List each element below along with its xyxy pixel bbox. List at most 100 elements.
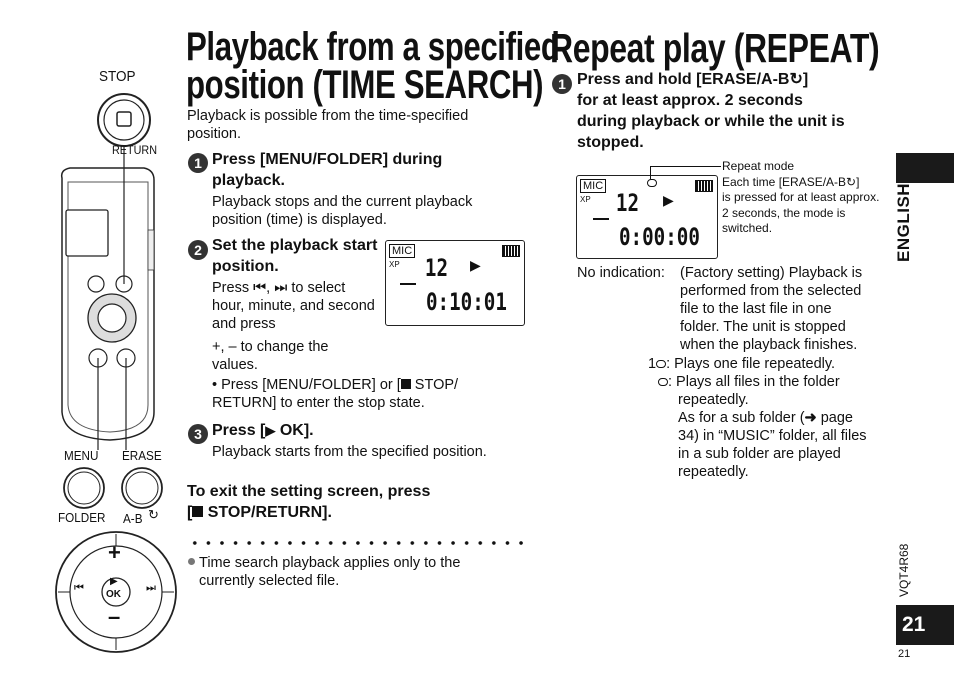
exit-line2-bracket: [: [187, 504, 193, 521]
no-indication-label: No indication:: [577, 265, 665, 281]
file-number: 12: [424, 254, 449, 282]
step1-text: Playback stops and the current playback …: [212, 194, 473, 228]
sub-folder-note: As for a sub folder (➜ page 34) in “MUSI…: [678, 409, 898, 481]
step3-heading-a: Press [: [212, 422, 266, 439]
xp-indicator: XP: [580, 195, 591, 204]
language-label: ENGLISH: [894, 182, 913, 262]
stop-square-icon: [400, 379, 411, 389]
play-indicator-icon: ▶: [663, 192, 674, 208]
language-tab: [896, 153, 954, 183]
dash-line: [400, 283, 416, 285]
step2-bullet: • Press [MENU/FOLDER] or [ STOP/ RETURN]…: [212, 376, 512, 412]
repeat-all-row: : Plays all files in the folder: [658, 373, 898, 391]
step2-text-press: Press: [212, 280, 250, 296]
sub-folder-line3: in a sub folder are played: [678, 446, 841, 462]
sub-folder-line1b: page: [816, 410, 853, 426]
file-number: 12: [615, 189, 640, 217]
right-step1-line4: stopped.: [577, 134, 644, 151]
menu-label: MENU: [64, 448, 99, 463]
minus-label: –: [108, 604, 121, 629]
left-title-line2: position (TIME SEARCH): [186, 63, 544, 107]
note-text: Time search playback applies only to the…: [199, 555, 461, 589]
stop-square-icon: [192, 506, 204, 517]
xp-indicator: XP: [389, 260, 400, 269]
step3-heading-b: OK].: [275, 422, 314, 439]
time-display: 0:10:01: [426, 288, 507, 316]
no-indication-line: file to the last file in one: [680, 301, 832, 317]
step2-text-values: +, – to change the values.: [212, 339, 329, 373]
repeat-arrow-icon: ↻: [846, 174, 857, 189]
step2-heading: Set the playback start position.: [212, 237, 378, 275]
repeat-loop-icon: [658, 378, 668, 387]
callout-line2: is pressed for at least approx.: [722, 190, 880, 204]
arrow-right-icon: ➜: [804, 410, 817, 426]
note-bullet-icon: [188, 558, 195, 565]
callout-leader: [650, 166, 721, 179]
repeat-mode-callout: Repeat mode Each time [ERASE/A-B↻] is pr…: [722, 159, 894, 237]
exit-instruction: To exit the setting screen, press [ STOP…: [187, 481, 527, 523]
repeat-arrow-icon: ↻: [148, 507, 159, 522]
repeat-all-text: : Plays all files in the folder: [668, 374, 840, 390]
right-step1-line3: during playback or while the unit is: [577, 113, 845, 130]
sub-folder-line1: As for a sub folder (➜ page: [678, 409, 898, 427]
repeat-all-text2: repeatedly.: [678, 392, 749, 408]
no-indication-line: performed from the selected: [680, 283, 862, 299]
right-step1-number: 1: [552, 74, 572, 94]
bullet-dot: •: [212, 377, 222, 393]
lcd-display-right: MIC XP 12 ▶ 0:00:00: [576, 175, 718, 259]
callout-line1a: Each time [ERASE/A-B: [722, 174, 847, 189]
mic-indicator: MIC: [389, 244, 416, 258]
step2-bullet-b: STOP/ RETURN] to enter the stop state.: [212, 377, 459, 411]
erase-label: ERASE: [122, 448, 162, 463]
page-number: 21: [898, 648, 911, 660]
dash-line: [593, 218, 609, 220]
battery-icon: [502, 245, 520, 257]
step3-number: 3: [188, 424, 208, 444]
dotted-separator: [188, 540, 528, 546]
sub-folder-line4: repeatedly.: [678, 464, 749, 480]
folder-label: FOLDER: [58, 510, 106, 525]
return-label: RETURN: [112, 143, 157, 157]
left-intro: Playback is possible from the time-speci…: [187, 108, 469, 142]
ab-label: A-B: [123, 511, 143, 526]
time-display: 0:00:00: [619, 223, 700, 251]
skip-forward-icon: ⏭: [146, 582, 156, 594]
step1-number: 1: [188, 153, 208, 173]
ok-label: OK: [106, 589, 121, 600]
sub-folder-line1a: As for a sub folder (: [678, 410, 805, 426]
exit-line2-text: STOP/RETURN].: [203, 504, 332, 521]
skip-back-icon: ⏮: [74, 582, 84, 594]
no-indication-line: folder. The unit is stopped: [680, 319, 846, 335]
exit-line1: To exit the setting screen, press: [187, 483, 431, 500]
play-icon: ▶: [110, 576, 118, 587]
right-step1-line1b: ]: [802, 71, 809, 88]
callout-line1b: ]: [856, 174, 860, 189]
step3-text: Playback starts from the specified posit…: [212, 444, 487, 460]
repeat-one-row: 1 : Plays one file repeatedly.: [648, 355, 898, 373]
callout-line3: 2 seconds, the mode is: [722, 205, 846, 220]
battery-icon: [695, 180, 713, 192]
left-title: Playback from a specified position (TIME…: [186, 27, 560, 107]
no-indication-line: (Factory setting) Playback is: [680, 265, 863, 281]
right-step1-line2: for at least approx. 2 seconds: [577, 92, 803, 109]
repeat-one-text: : Plays one file repeatedly.: [666, 356, 836, 372]
mic-indicator: MIC: [580, 179, 607, 193]
step2-text-comma: ,: [266, 280, 271, 296]
step3-heading: Press [▶ OK].: [212, 420, 512, 441]
step2-text-rest: to select hour, minute, and second and p…: [212, 280, 375, 332]
repeat-arrow-icon: ↻: [789, 71, 803, 88]
lcd-display-left: MIC XP 12 ▶ 0:10:01: [385, 240, 525, 326]
right-step1-line1a: Press and hold [ERASE/A-B: [577, 71, 790, 88]
right-title: Repeat play (REPEAT): [550, 25, 880, 71]
stop-label: STOP: [99, 68, 136, 85]
step2-text: Press ⏮, ⏭ to select hour, minute, and s…: [212, 279, 377, 333]
step2-number: 2: [188, 240, 208, 260]
right-step1-line1: Press and hold [ERASE/A-B↻]: [577, 69, 897, 90]
repeat-loop-icon: [656, 360, 667, 369]
repeat-one-label: 1: [648, 356, 657, 372]
repeat-mode-icon: [647, 179, 657, 187]
skip-forward-icon: ⏭: [274, 280, 288, 296]
callout-line1: Each time [ERASE/A-B↻]: [722, 175, 894, 191]
page-number-box: 21: [896, 605, 954, 645]
callout-line4: switched.: [722, 221, 773, 235]
